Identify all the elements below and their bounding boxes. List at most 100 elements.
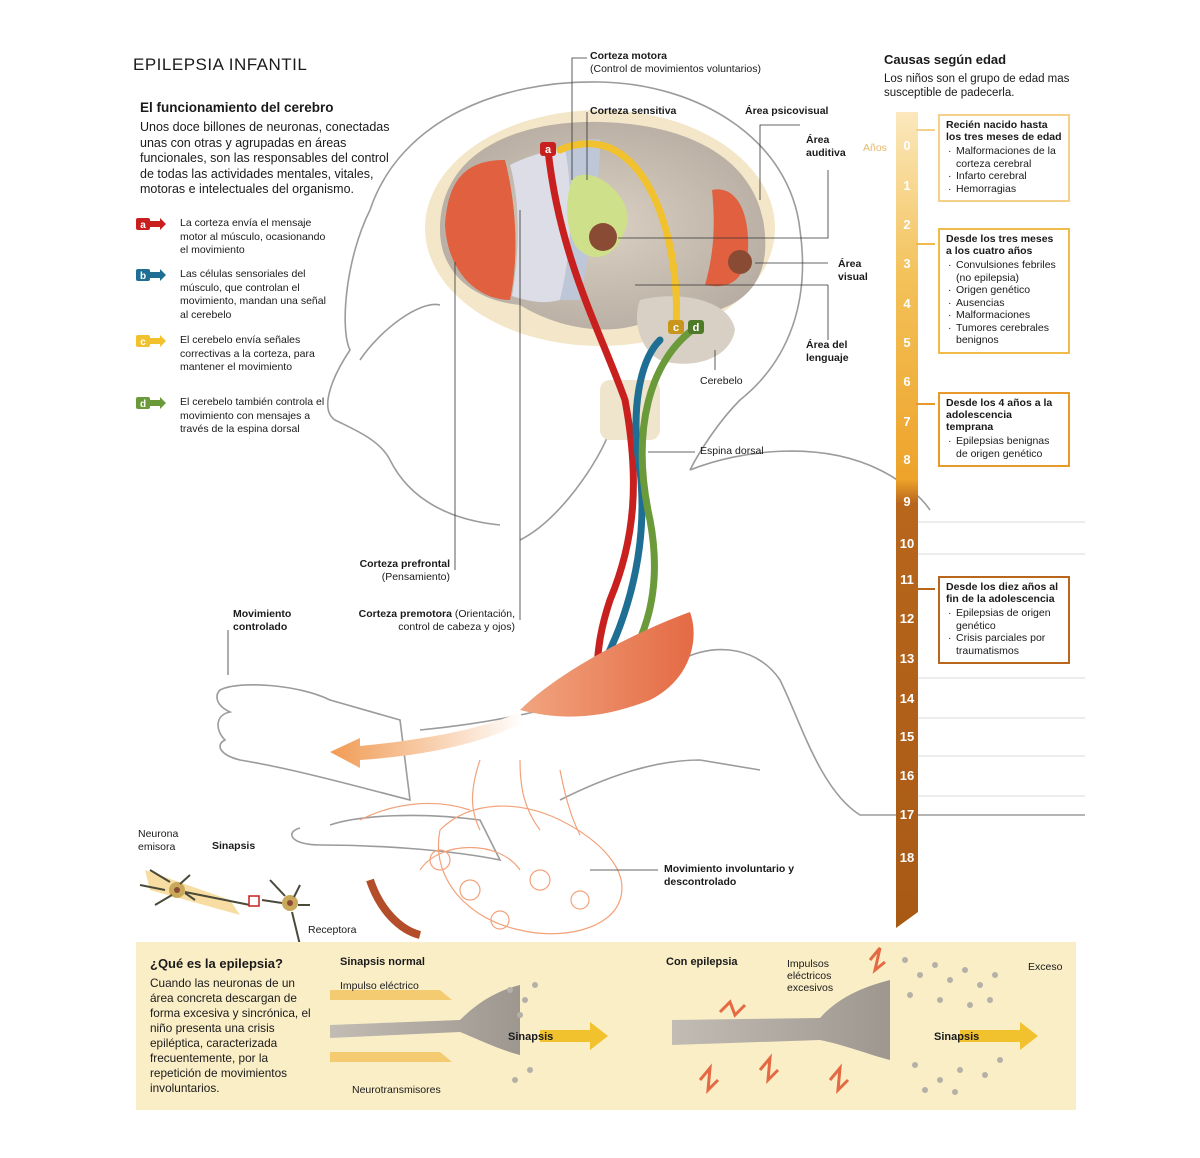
age-number: 14 [899, 691, 915, 706]
age-number: 5 [903, 335, 911, 350]
label-sinapsis: Sinapsis [212, 840, 255, 853]
cause-group-title: Desde los 4 años a la adolescencia tempr… [946, 397, 1053, 433]
age-number: 17 [899, 807, 915, 822]
age-number: 15 [899, 729, 915, 744]
age-number: 1 [903, 178, 911, 193]
age-connectors [916, 129, 935, 590]
neurotransmitter-dots [507, 957, 1003, 1095]
label-cerebelo: Cerebelo [700, 375, 743, 387]
label-area-auditiva: Área auditiva [806, 134, 856, 159]
intro-text: Unos doce billones de neuronas, conectad… [140, 120, 390, 196]
svg-text:d: d [140, 399, 146, 409]
label-title: Movimiento involuntario y descontrolado [664, 863, 795, 888]
cause-group-0: Recién nacido hasta los tres meses de ed… [938, 114, 1070, 202]
age-number: 4 [903, 296, 911, 311]
age-number: 6 [903, 374, 911, 389]
age-number: 18 [899, 850, 915, 865]
cause-item: Convulsiones febriles (no epilepsia) [946, 259, 1062, 284]
cause-group-3: Desde los diez años al fin de la adolesc… [938, 576, 1070, 664]
epilepsy-box-text: Cuando las neuronas de un área concreta … [150, 976, 311, 1095]
causes-subtitle: Los niños son el grupo de edad mas susce… [884, 73, 1070, 99]
cause-item: Ausencias [946, 297, 1062, 310]
cause-group-title: Recién nacido hasta los tres meses de ed… [946, 119, 1062, 143]
svg-text:b: b [140, 271, 146, 281]
age-number: 12 [899, 611, 915, 626]
label-exceso: Exceso [1028, 961, 1063, 973]
label-title: Corteza sensitiva [590, 105, 677, 117]
arrow-c-icon: c [136, 335, 166, 347]
age-number: 9 [903, 494, 911, 509]
label-title: Corteza prefrontal [359, 558, 450, 570]
cause-item: Malformaciones [946, 309, 1062, 322]
arrow-d-icon: d [136, 397, 166, 409]
years-label: Años [863, 142, 887, 154]
cause-group-1: Desde los tres meses a los cuatro años C… [938, 228, 1070, 354]
normal-synapse-title: Sinapsis normal [340, 956, 425, 968]
cause-group-2: Desde los 4 años a la adolescencia tempr… [938, 392, 1070, 467]
age-number: 2 [903, 217, 911, 232]
cause-item: Epilepsias benignas de origen genético [946, 435, 1062, 460]
label-sinapsis-normal: Sinapsis [508, 1031, 554, 1043]
cause-item: Infarto cerebral [946, 170, 1062, 183]
age-number: 0 [903, 138, 911, 153]
cause-item: Origen genético [946, 284, 1062, 297]
svg-text:d: d [693, 322, 700, 334]
label-espina-dorsal: Espina dorsal [700, 445, 764, 457]
page-title: EPILEPSIA INFANTIL [133, 55, 308, 74]
legend-text: La corteza envía el mensaje motor al mús… [180, 217, 326, 256]
age-number: 10 [899, 536, 915, 551]
label-title: Sinapsis [212, 840, 256, 852]
arrow-a-icon: a [136, 218, 166, 230]
age-number: 7 [903, 414, 911, 429]
label-neurotransmisores: Neurotransmisores [352, 1084, 441, 1096]
arrow-b-icon: b [136, 269, 166, 281]
label-receptora: Receptora [308, 924, 357, 936]
label-corteza-sensitiva: Corteza sensitiva [590, 105, 676, 118]
svg-text:a: a [545, 144, 552, 156]
label-area-psicovisual: Área psicovisual [745, 105, 828, 118]
legend-text: El cerebelo envía señales correctivas a … [180, 334, 315, 373]
label-movimiento-controlado: Movimiento controlado [233, 608, 313, 633]
svg-text:c: c [140, 337, 146, 347]
label-sinapsis-epilepsia: Sinapsis [934, 1031, 980, 1043]
cause-item: Hemorragias [946, 183, 1062, 196]
age-number: 16 [899, 768, 915, 783]
label-impulso: Impulso eléctrico [340, 980, 419, 992]
legend-text: El cerebelo también controla el movimien… [180, 396, 325, 435]
label-sub: (Pensamiento) [381, 570, 450, 583]
neurons-illustration [139, 869, 310, 946]
label-title: Corteza premotora [358, 608, 452, 620]
cause-item: Malformaciones de la corteza cerebral [946, 145, 1062, 170]
cause-item: Tumores cerebrales benignos [946, 322, 1062, 347]
label-neurona-emisora: Neurona emisora [138, 828, 179, 853]
label-area-visual: Área visual [838, 258, 878, 283]
label-corteza-motora: Corteza motora (Control de movimientos v… [590, 50, 761, 75]
label-sub: (Control de movimientos voluntarios) [590, 62, 761, 75]
epilepsy-synapse-title: Con epilepsia [666, 956, 738, 968]
label-area-lenguaje: Área del lenguaje [806, 339, 861, 364]
muscle-illustration [330, 612, 694, 768]
age-number: 13 [899, 651, 915, 666]
label-title: Movimiento controlado [233, 608, 292, 633]
label-movimiento-involuntario: Movimiento involuntario y descontrolado [664, 863, 804, 888]
cause-item: Crisis parciales por traumatismos [946, 632, 1062, 657]
label-title: Área del lenguaje [806, 339, 849, 364]
label-title: Corteza motora [590, 50, 668, 62]
label-corteza-prefrontal: Corteza prefrontal (Pensamiento) [330, 558, 450, 583]
involuntary-hand-sketch [359, 759, 642, 973]
label-title: Área psicovisual [745, 105, 829, 117]
label-corteza-premotora: Corteza premotora (Orientación, control … [340, 608, 515, 633]
label-title: Área auditiva [806, 134, 846, 159]
label-sub: (Orientación, control de cabeza y ojos) [398, 608, 515, 633]
age-number: 11 [900, 572, 914, 587]
label-impulsos-excesivos: Impulsos eléctricos excesivos [787, 958, 834, 994]
cause-group-title: Desde los diez años al fin de la adolesc… [946, 581, 1059, 605]
section-title: El funcionamiento del cerebro [140, 100, 334, 115]
epilepsy-box-title: ¿Qué es la epilepsia? [150, 956, 283, 971]
svg-text:a: a [140, 220, 146, 230]
age-number: 3 [903, 256, 911, 271]
cause-item: Epilepsias de origen genético [946, 607, 1062, 632]
cause-group-title: Desde los tres meses a los cuatro años [946, 233, 1054, 257]
age-ruled-lines [918, 521, 1085, 797]
legend-text: Las células sensoriales del músculo, que… [180, 268, 326, 321]
